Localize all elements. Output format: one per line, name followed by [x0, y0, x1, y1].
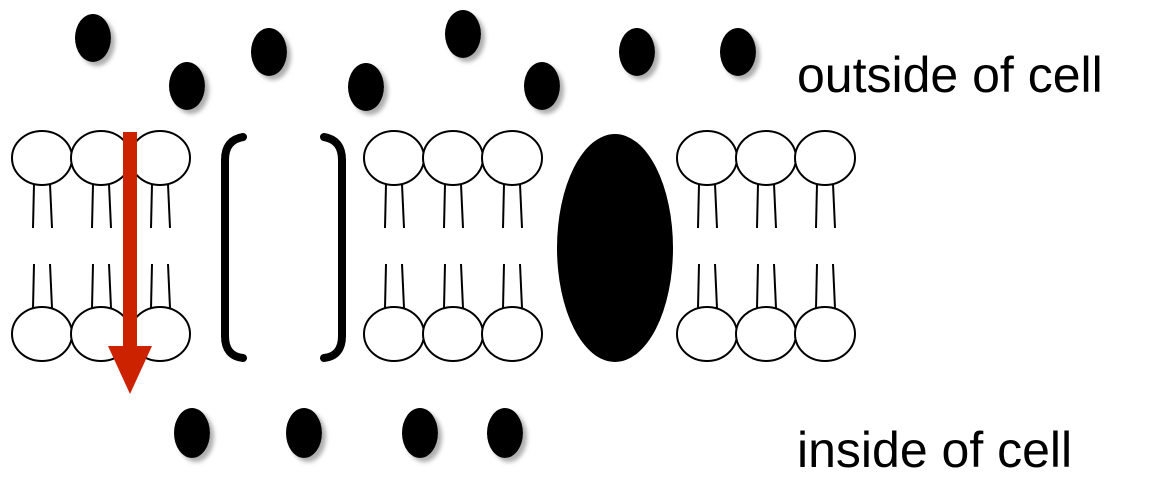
lipid-head — [422, 130, 484, 186]
outside-molecule — [348, 63, 384, 111]
arrow-down-icon — [108, 132, 152, 394]
outside-molecule — [720, 28, 756, 76]
outside-molecule — [445, 10, 481, 58]
label-outside-of-cell: outside of cell — [797, 47, 1103, 103]
lipid-head — [70, 130, 132, 186]
outside-molecule — [524, 62, 560, 110]
lipid-head — [735, 130, 797, 186]
label-inside-of-cell: inside of cell — [797, 422, 1073, 478]
lipid-tails — [32, 183, 171, 309]
lipid-head — [735, 306, 797, 362]
lipid-head — [129, 130, 191, 186]
lipid-head — [11, 130, 73, 186]
lipid-head — [363, 130, 425, 186]
carrier-protein — [557, 134, 673, 362]
lipid-tails — [697, 183, 836, 309]
lipid-group-left — [11, 130, 191, 362]
lipid-head — [794, 306, 856, 362]
channel-bracket-right — [320, 133, 346, 362]
outside-molecule — [169, 62, 205, 110]
lipid-head — [363, 306, 425, 362]
lipid-head — [422, 306, 484, 362]
lipid-group-middle — [363, 130, 543, 362]
lipid-group-right — [676, 130, 856, 362]
lipid-tails — [384, 183, 523, 309]
inside-molecule — [286, 408, 322, 458]
outside-molecule — [619, 28, 655, 76]
lipid-head — [481, 130, 543, 186]
inside-molecule — [402, 408, 438, 458]
channel-bracket-left — [221, 133, 247, 362]
lipid-head — [676, 130, 738, 186]
channel-protein — [221, 133, 346, 362]
inside-molecules — [174, 408, 523, 458]
lipid-head — [481, 306, 543, 362]
outside-molecule — [75, 14, 111, 62]
lipid-head — [676, 306, 738, 362]
lipid-head — [11, 306, 73, 362]
inside-molecule — [487, 408, 523, 458]
outside-molecules — [75, 10, 756, 111]
lipid-head — [794, 130, 856, 186]
inside-molecule — [174, 408, 210, 458]
outside-molecule — [251, 28, 287, 76]
